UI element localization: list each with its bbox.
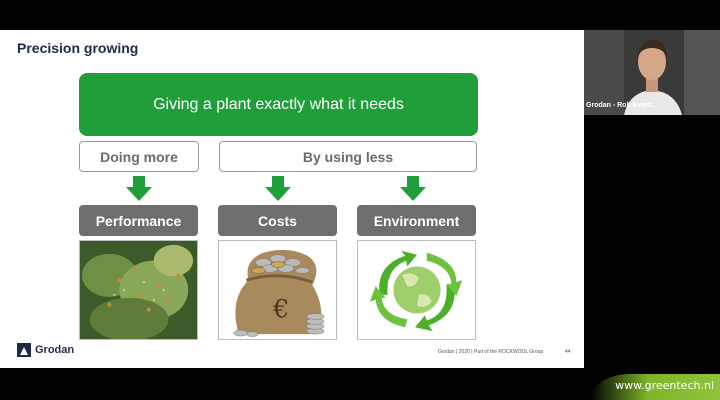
- logo-text: Grodan: [35, 344, 75, 356]
- goal-banner: Giving a plant exactly what it needs: [79, 73, 478, 136]
- slide-footer: Grodan | 2020 | Part of the ROCKWOOL Gro…: [438, 349, 544, 355]
- down-arrow-icon: [126, 176, 152, 202]
- recycling-globe-photo: [357, 240, 476, 340]
- slide-title: Precision growing: [17, 40, 139, 56]
- money-bag-photo: €: [218, 240, 337, 340]
- category-performance: Performance: [79, 205, 198, 236]
- grodan-logo-icon: [17, 343, 31, 357]
- participant-name: Grodan - Rob Kwint...: [586, 102, 658, 109]
- category-costs: Costs: [218, 205, 337, 236]
- greentech-watermark: www.greentech.nl: [615, 379, 714, 392]
- watermark-band: [590, 374, 720, 400]
- down-arrow-icon: [265, 176, 291, 202]
- webcam-feed: Grodan - Rob Kwint...: [584, 30, 720, 115]
- presentation-slide: Precision growing Giving a plant exactly…: [0, 30, 584, 368]
- plant-photo: [79, 240, 198, 340]
- by-using-less-label: By using less: [219, 141, 477, 172]
- svg-text:€: €: [272, 294, 289, 324]
- grodan-logo: Grodan: [17, 343, 74, 357]
- presenter-video: [584, 30, 720, 115]
- doing-more-label: Doing more: [79, 141, 199, 172]
- page-number: 44: [565, 349, 571, 355]
- down-arrow-icon: [400, 176, 426, 202]
- category-environment: Environment: [357, 205, 476, 236]
